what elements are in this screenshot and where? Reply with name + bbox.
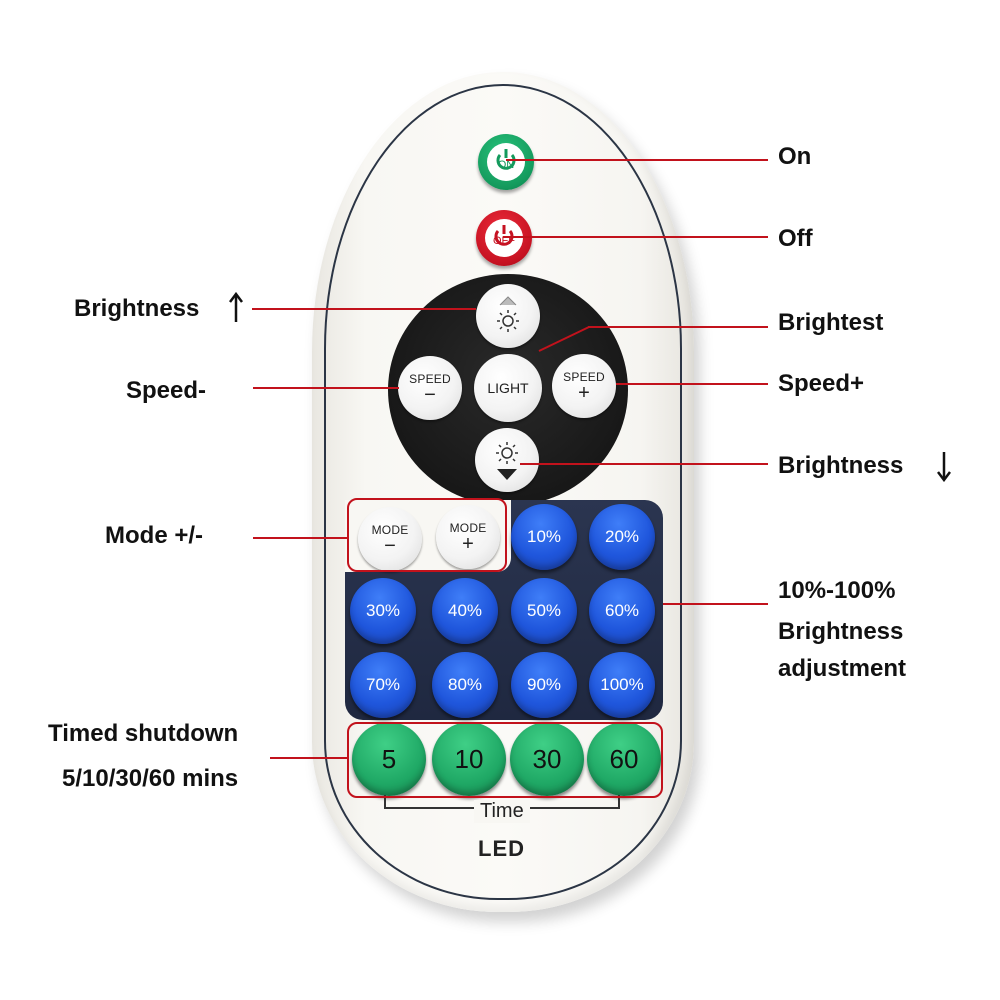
off-callout-label: Off — [778, 225, 813, 252]
timer-30-button[interactable]: 30 — [510, 722, 584, 796]
speed-minus-callout-line — [253, 387, 399, 389]
on-button[interactable]: ON — [478, 134, 534, 190]
mode-callout-label: Mode +/- — [105, 522, 204, 549]
mode-minus-label: MODE — [371, 523, 409, 537]
speed-plus-callout-line — [616, 383, 768, 385]
levels-callout-line1: 10%-100% — [778, 577, 896, 604]
brightest-callout-diagonal — [538, 326, 590, 352]
brightness-100-button[interactable]: 100% — [589, 652, 655, 718]
timer-callout-line — [270, 757, 347, 759]
timer-callout-line2: 5/10/30/60 mins — [62, 765, 239, 792]
timer-60-button[interactable]: 60 — [587, 722, 661, 796]
power-icon: ON — [487, 143, 525, 181]
off-callout-line — [503, 236, 768, 238]
power-icon: OFF — [485, 219, 523, 257]
on-callout-label: On — [778, 143, 812, 170]
time-label: Time — [474, 800, 530, 823]
speed-minus-button[interactable]: SPEED − — [398, 356, 462, 420]
brightest-callout-label: Brightest — [778, 309, 884, 336]
brightness-up-callout-label: Brightness — [74, 295, 200, 322]
off-button[interactable]: OFF — [476, 210, 532, 266]
arrow-down-icon — [937, 452, 951, 482]
arrow-up-icon — [229, 292, 243, 322]
remote-outline — [324, 84, 682, 900]
mode-minus-button[interactable]: MODE − — [358, 507, 422, 571]
timer-5-button[interactable]: 5 — [352, 722, 426, 796]
brightness-80-button[interactable]: 80% — [432, 652, 498, 718]
brightest-callout-line — [588, 326, 768, 328]
speed-plus-button[interactable]: SPEED + — [552, 354, 616, 418]
brightness-10-button[interactable]: 10% — [511, 504, 577, 570]
speed-plus-callout-label: Speed+ — [778, 370, 865, 397]
brightness-70-button[interactable]: 70% — [350, 652, 416, 718]
mode-callout-box — [347, 498, 507, 572]
brightness-down-callout-label: Brightness — [778, 452, 904, 479]
brightness-90-button[interactable]: 90% — [511, 652, 577, 718]
brightness-down-button[interactable] — [475, 428, 539, 492]
speed-minus-sign: − — [424, 384, 436, 406]
speed-minus-label: SPEED — [409, 372, 451, 386]
timer-callout-line1: Timed shutdown — [48, 720, 239, 747]
mode-plus-sign: + — [462, 533, 474, 555]
mode-plus-button[interactable]: MODE + — [436, 505, 500, 569]
mode-callout-line — [253, 537, 347, 539]
brightness-40-button[interactable]: 40% — [432, 578, 498, 644]
brightness-up-button[interactable] — [476, 284, 540, 348]
speed-minus-callout-label: Speed- — [126, 377, 207, 404]
mode-minus-sign: − — [384, 535, 396, 557]
light-button[interactable]: LIGHT — [474, 354, 542, 422]
speed-plus-label: SPEED — [563, 370, 605, 384]
levels-callout-line3: adjustment — [778, 655, 907, 682]
on-callout-line — [506, 159, 768, 161]
brightness-20-button[interactable]: 20% — [589, 504, 655, 570]
brand-label: LED — [478, 836, 525, 861]
sun-down-icon — [496, 442, 518, 480]
levels-callout-line2: Brightness — [778, 618, 904, 645]
brightness-50-button[interactable]: 50% — [511, 578, 577, 644]
sun-up-icon — [497, 296, 519, 332]
brightness-down-callout-line — [520, 463, 768, 465]
brightness-up-callout-line — [252, 308, 476, 310]
timer-callout-box — [347, 722, 663, 798]
timer-10-button[interactable]: 10 — [432, 722, 506, 796]
mode-plus-label: MODE — [449, 521, 487, 535]
levels-callout-line — [663, 603, 768, 605]
light-label: LIGHT — [487, 380, 529, 396]
brightness-30-button[interactable]: 30% — [350, 578, 416, 644]
brightness-60-button[interactable]: 60% — [589, 578, 655, 644]
speed-plus-sign: + — [578, 382, 590, 404]
